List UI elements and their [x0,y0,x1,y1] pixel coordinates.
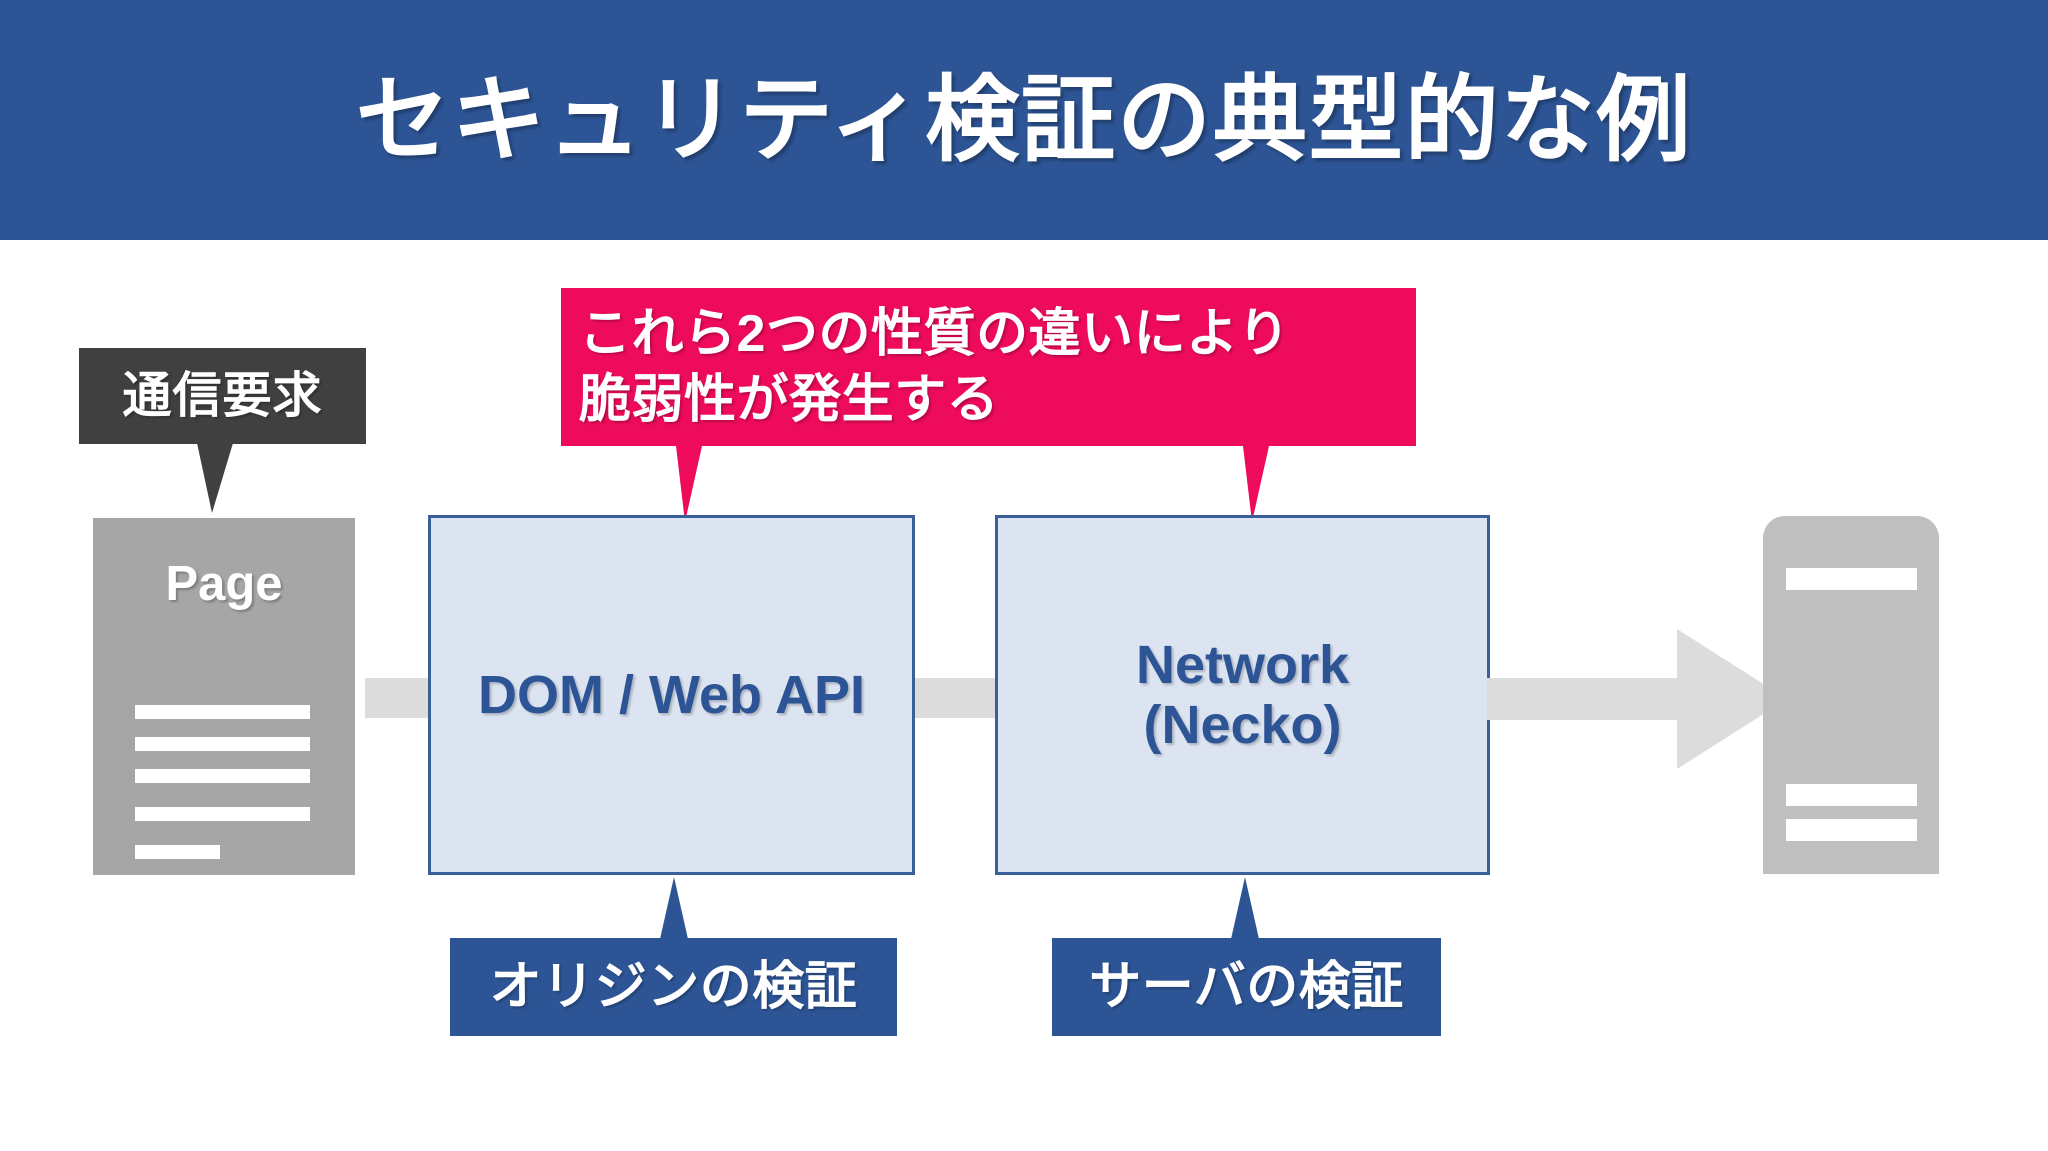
request-callout-pointer-icon [197,443,233,513]
origin-validation-label: オリジンの検証 [489,958,858,1016]
server-slot [1786,568,1917,590]
server-slot [1786,819,1917,841]
server-validation-callout: サーバの検証 [1052,938,1441,1036]
origin-callout-pointer-icon [660,877,688,939]
server-validation-label: サーバの検証 [1089,958,1404,1016]
page-document-text-line [135,845,220,859]
process-box-network-label-line-1: Network [1135,634,1350,695]
page-document-text-line [135,737,310,751]
arrow-right-icon [1487,629,1787,769]
server-icon [1763,516,1939,874]
page-document-text-line [135,807,310,821]
warning-callout-line-2: 脆弱性が発生する [579,370,1000,429]
process-box-dom-web-api: DOM / Web API [428,515,915,875]
process-box-network-label: Network (Necko) [1136,635,1349,756]
page-document-label: Page [165,557,283,611]
warning-callout-line-1: これら2つの性質の違いにより [579,305,1291,363]
warning-callout-pointer-right-icon [1243,446,1269,522]
connector-page-to-dom [365,678,433,718]
server-slot [1786,784,1917,806]
page-document-text-line [135,705,310,719]
process-box-network: Network (Necko) [995,515,1490,875]
process-box-dom-web-api-label: DOM / Web API [477,664,866,725]
origin-validation-callout: オリジンの検証 [450,938,897,1036]
header-bar: セキュリティ検証の典型的な例 [0,0,2048,240]
page-title: セキュリティ検証の典型的な例 [355,67,1693,172]
server-callout-pointer-icon [1231,877,1259,939]
connector-dom-to-network [913,678,995,718]
warning-callout-pointer-left-icon [676,446,702,522]
request-callout: 通信要求 [79,348,366,444]
process-box-network-label-line-2: (Necko) [1143,695,1342,755]
page-document-icon: Page [93,518,355,875]
request-callout-label: 通信要求 [122,368,323,423]
page-document-text-line [135,769,310,783]
warning-callout: これら2つの性質の違いにより 脆弱性が発生する [561,288,1416,446]
